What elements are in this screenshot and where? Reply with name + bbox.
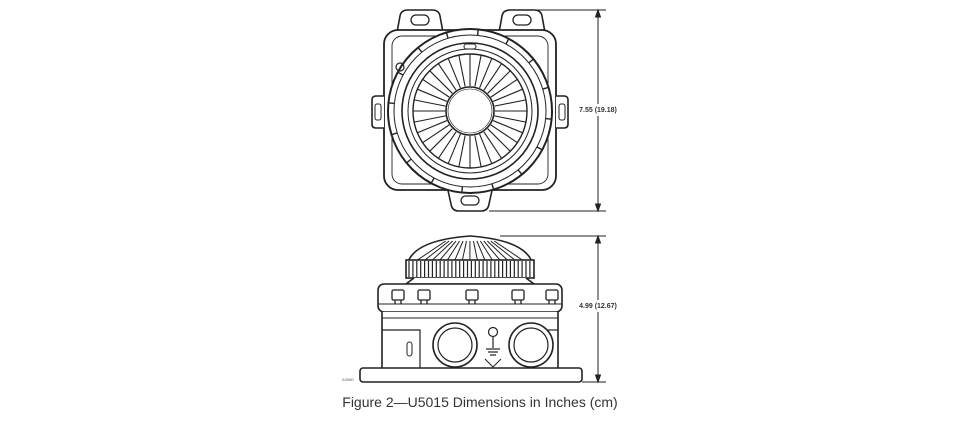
latches bbox=[391, 289, 559, 304]
side-tab-right bbox=[556, 95, 569, 129]
top-dimension-label: 7.55 (19.18) bbox=[579, 107, 617, 114]
side-tab-left bbox=[371, 95, 384, 129]
conduit-entry-right bbox=[508, 322, 554, 368]
side-dimension-label: 4.99 (12.67) bbox=[579, 303, 617, 310]
louver-fins bbox=[413, 54, 527, 168]
top-latch bbox=[463, 43, 477, 50]
figure-caption: Figure 2—U5015 Dimensions in Inches (cm) bbox=[342, 394, 618, 410]
side-dimension-line bbox=[500, 234, 625, 384]
base-flange bbox=[359, 367, 583, 383]
top-view bbox=[371, 9, 569, 212]
screw-boss bbox=[395, 62, 405, 72]
dome-ribs bbox=[415, 240, 525, 262]
center-lens bbox=[445, 86, 495, 136]
collar-ribs bbox=[408, 261, 531, 277]
side-view bbox=[359, 235, 583, 383]
bracket-slot bbox=[406, 341, 413, 357]
top-dimension-line bbox=[489, 8, 625, 213]
drawing-code: A3080 bbox=[342, 377, 354, 382]
conduit-entry-left bbox=[432, 322, 478, 368]
ground-lug-icon bbox=[484, 326, 502, 368]
upper-housing bbox=[377, 283, 563, 313]
ring-notches bbox=[388, 29, 552, 193]
